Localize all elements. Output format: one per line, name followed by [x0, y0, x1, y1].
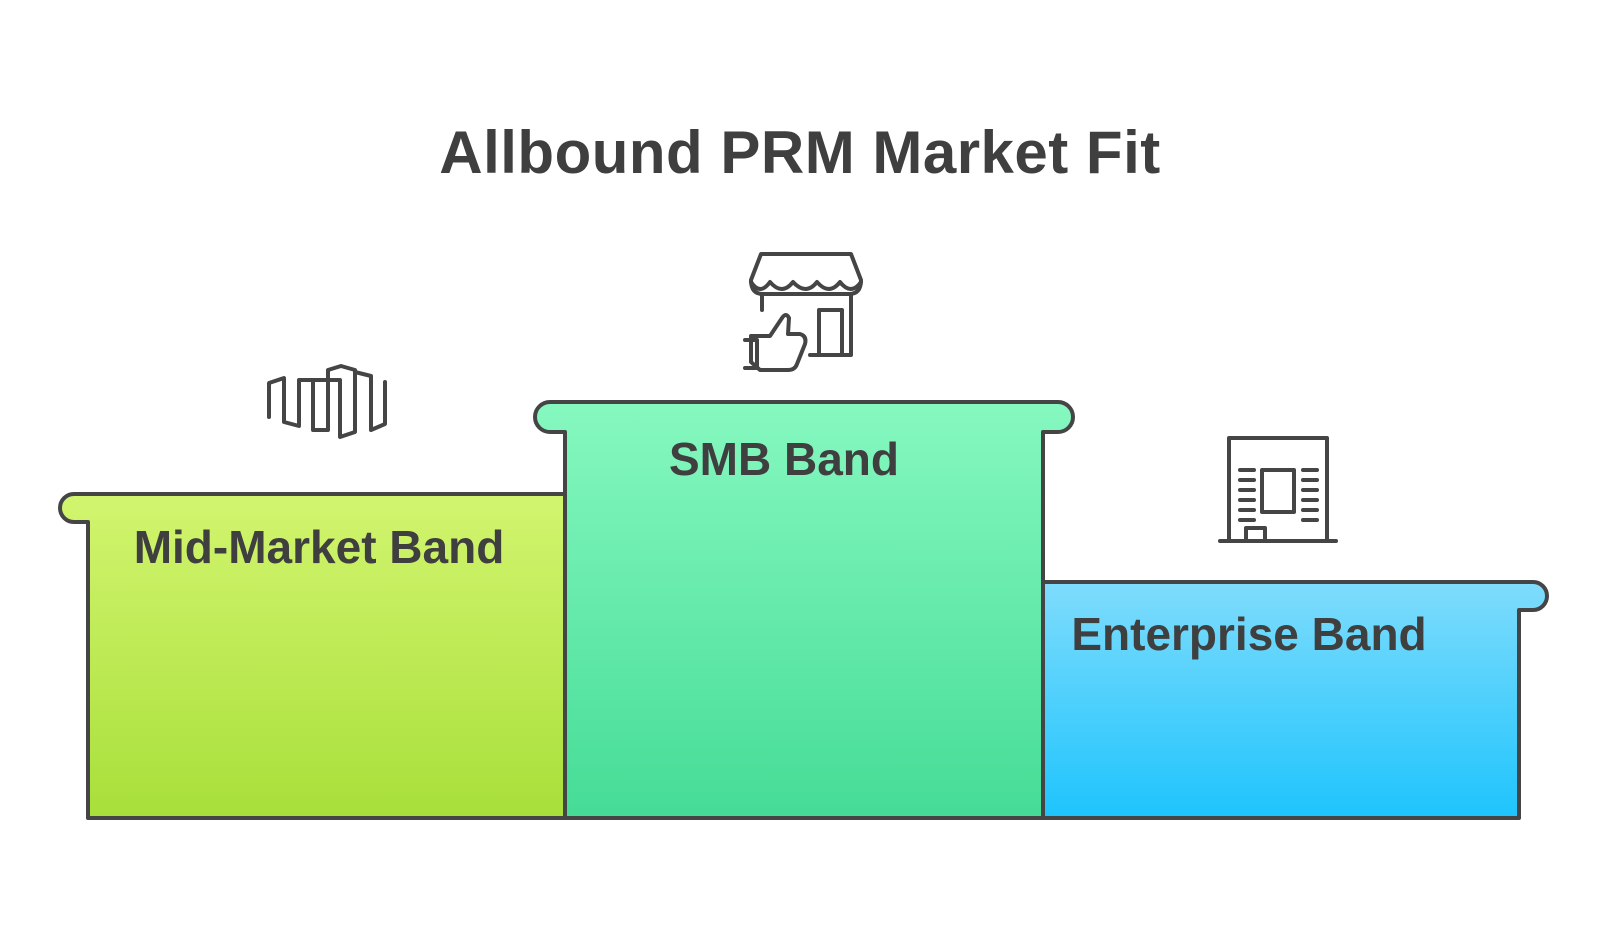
smb-band-label: SMB Band — [669, 433, 899, 485]
mid-market-band-label: Mid-Market Band — [133, 521, 505, 573]
diagram-title: Allbound PRM Market Fit — [439, 119, 1161, 186]
enterprise-podium — [1028, 580, 1549, 820]
mid-market-podium — [58, 492, 567, 820]
enterprise-band-label: Enterprise Band — [1071, 608, 1427, 660]
mid-market-icon — [267, 364, 387, 439]
smb-podium — [533, 400, 1075, 820]
storefront-thumbs-up-icon — [743, 252, 863, 372]
office-building-icon — [1218, 436, 1338, 543]
